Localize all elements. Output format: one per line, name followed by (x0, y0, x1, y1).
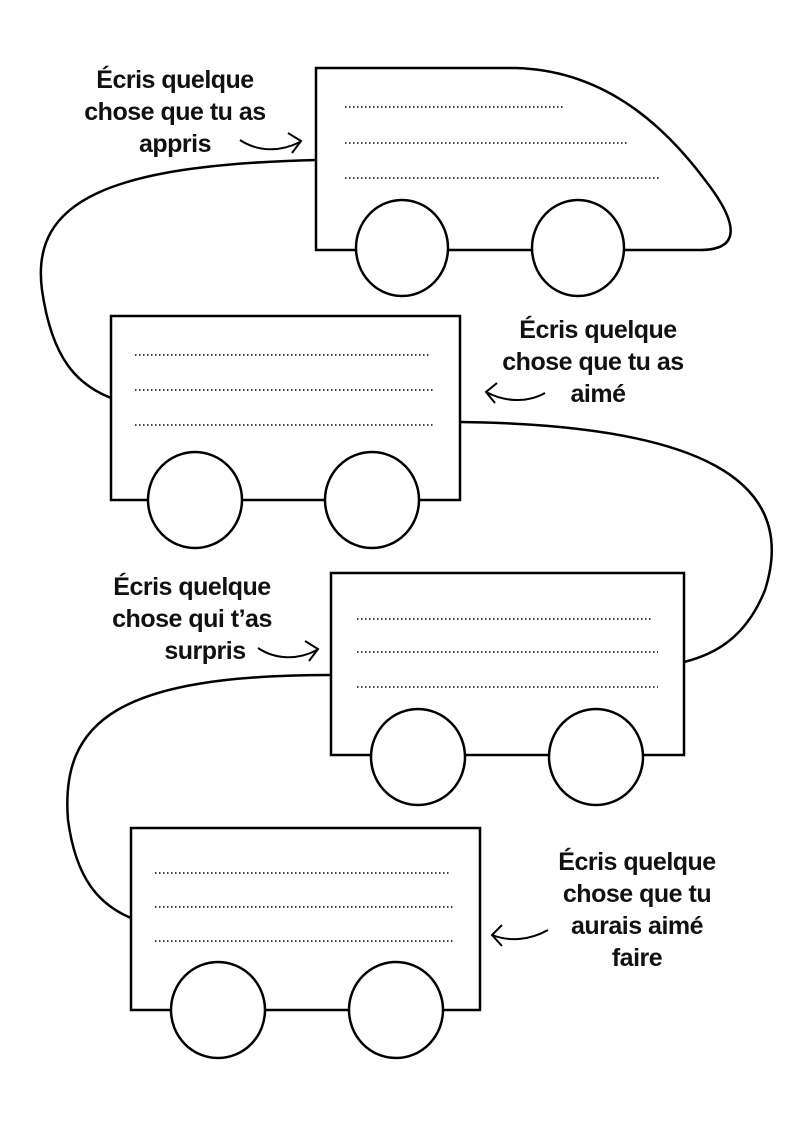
prompt-text: Écris quelque (113, 572, 271, 601)
prompt-text: surpris (164, 637, 245, 665)
connector-3 (66, 673, 332, 920)
prompt-text: Écris quelque (96, 65, 254, 94)
prompt-3: Écris quelque chose qui t’as surpris (112, 572, 320, 665)
prompt-text: Écris quelque (558, 847, 716, 876)
arrow-right-icon (239, 132, 303, 154)
wheel (169, 960, 267, 1060)
wagon-2 (109, 314, 462, 550)
arrow-left-icon (490, 924, 549, 947)
prompt-text: Écris quelque (519, 315, 677, 344)
prompt-4: Écris quelque chose que tu aurais aimé f… (490, 847, 717, 972)
prompt-text: chose que tu as (502, 348, 683, 376)
wheel (347, 960, 445, 1060)
wagon-4 (129, 826, 482, 1060)
arrow-left-icon (484, 382, 546, 404)
wheel (369, 707, 467, 807)
prompt-text: chose que tu as (84, 98, 265, 126)
prompt-text: aurais aimé (571, 912, 704, 940)
prompt-2: Écris quelque chose que tu as aimé (484, 315, 684, 408)
wagon-3 (329, 571, 686, 807)
prompt-1: Écris quelque chose que tu as appris (84, 65, 303, 158)
locomotive (314, 66, 732, 298)
connector-1 (39, 158, 317, 400)
prompt-text: aimé (571, 380, 627, 408)
wheel (146, 450, 244, 550)
connector-2 (459, 420, 774, 664)
prompt-text: chose qui t’as (112, 605, 272, 633)
prompt-text: faire (612, 944, 663, 972)
wheel (530, 198, 626, 298)
prompt-text: appris (139, 130, 211, 158)
wheel (323, 450, 421, 550)
prompt-text: chose que tu (563, 880, 711, 908)
arrow-right-icon (257, 640, 320, 662)
wheel (354, 198, 450, 298)
wheel (547, 707, 645, 807)
